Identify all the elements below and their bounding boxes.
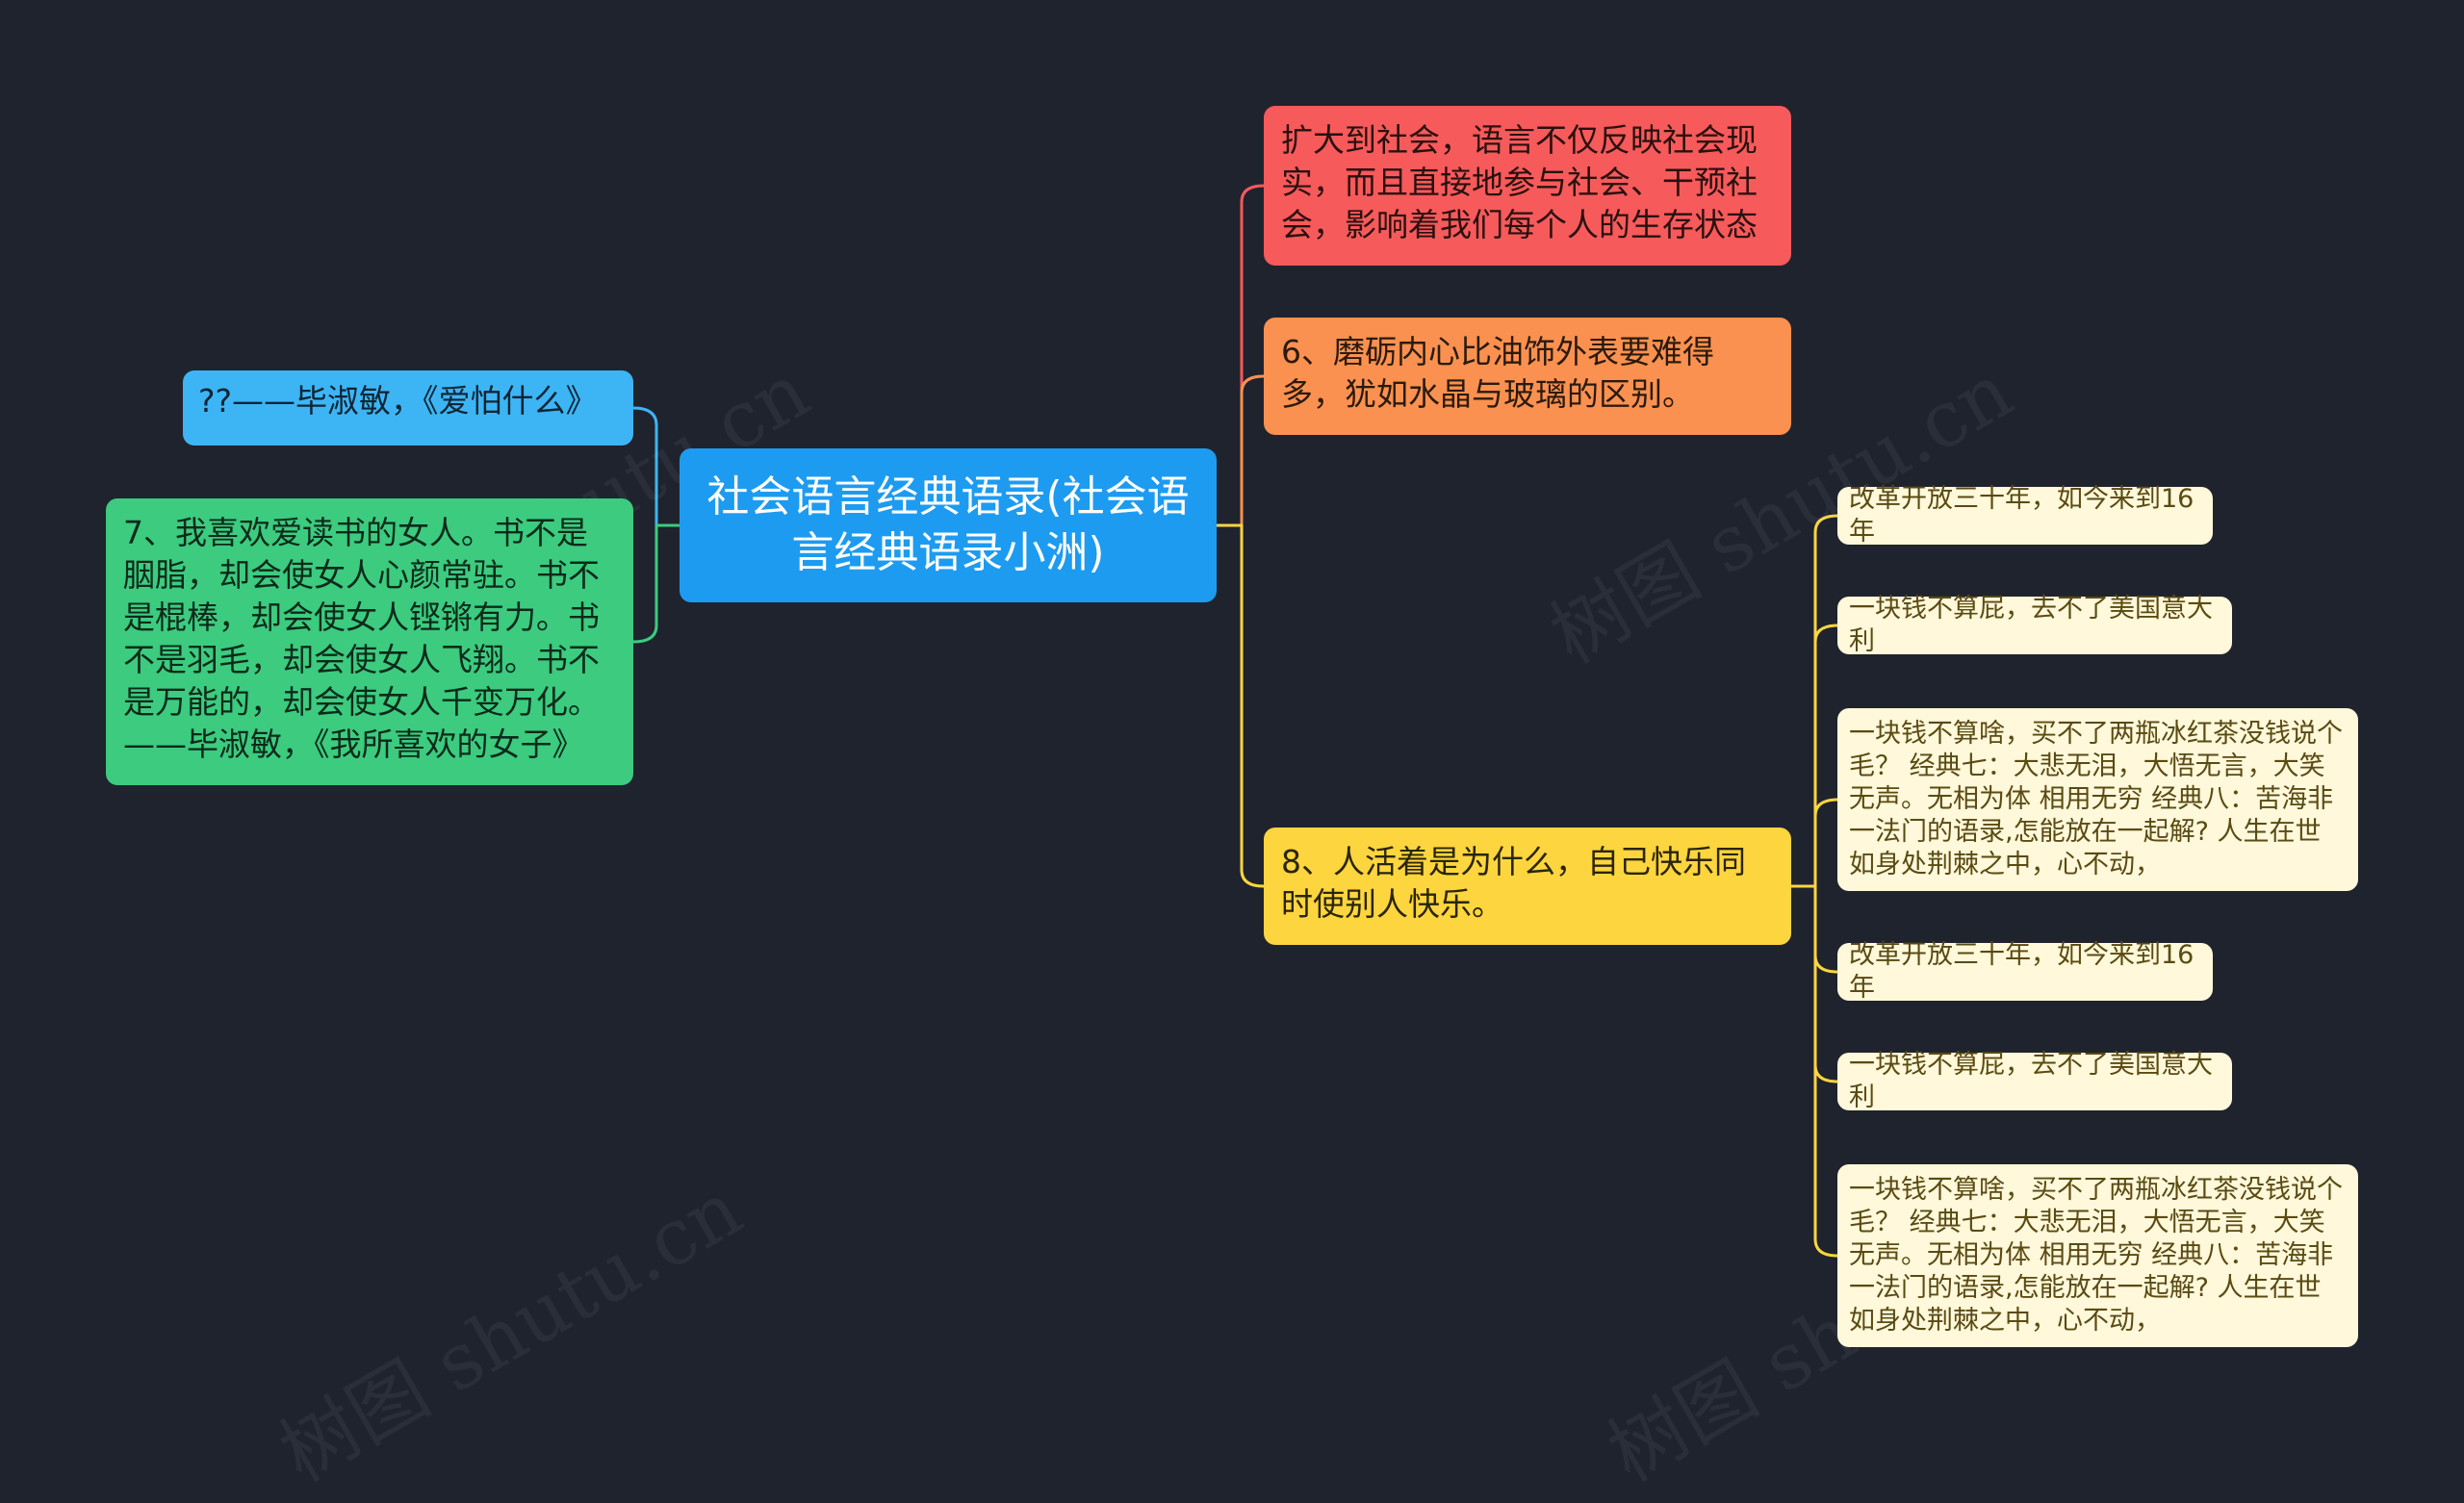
leaf-label: 改革开放三十年，如今来到16年 (1849, 940, 2194, 1003)
link-center-blue (632, 406, 680, 527)
link-leaf-1 (1791, 514, 1838, 888)
branch-label: 7、我喜欢爱读书的女人。书不是胭脂，却会使女人心颜常驻。书不是棍棒，却会使女人铿… (123, 514, 600, 763)
center-topic[interactable]: 社会语言经典语录(社会语言经典语录小洲) (680, 448, 1217, 602)
link-leaf-2 (1791, 624, 1838, 888)
leaf-label: 一块钱不算屁，去不了美国意大利 (1849, 1050, 2213, 1112)
center-topic-label: 社会语言经典语录(社会语言经典语录小洲) (706, 472, 1190, 577)
branch-label: 6、磨砺内心比油饰外表要难得多，犹如水晶与玻璃的区别。 (1281, 333, 1714, 413)
leaf-node[interactable]: 一块钱不算啥，买不了两瓶冰红茶没钱说个毛？ 经典七：大悲无泪，大悟无言，大笑无声… (1837, 708, 2358, 891)
leaf-node[interactable]: 一块钱不算屁，去不了美国意大利 (1837, 1050, 2232, 1112)
leaf-node[interactable]: 改革开放三十年，如今来到16年 (1837, 940, 2213, 1003)
leaf-node[interactable]: 改革开放三十年，如今来到16年 (1837, 484, 2213, 547)
branch-quote-7[interactable]: 7、我喜欢爱读书的女人。书不是胭脂，却会使女人心颜常驻。书不是棍棒，却会使女人铿… (106, 498, 633, 785)
link-leaf-6 (1791, 884, 1838, 1258)
branch-social-language[interactable]: 扩大到社会，语言不仅反映社会现实，而且直接地参与社会、干预社会，影响着我们每个人… (1264, 106, 1791, 266)
mindmap-canvas: 树图 shutu.cn 树图 shutu.cn 树图 shutu.cn 树图 s… (106, 106, 2358, 1499)
branch-quote-6[interactable]: 6、磨砺内心比油饰外表要难得多，犹如水晶与玻璃的区别。 (1264, 318, 1791, 435)
leaf-label: 一块钱不算啥，买不了两瓶冰红茶没钱说个毛？ 经典七：大悲无泪，大悟无言，大笑无声… (1849, 719, 2343, 879)
link-center-red (1217, 184, 1265, 527)
leaf-label: 一块钱不算屁，去不了美国意大利 (1849, 594, 2213, 656)
leaf-node[interactable]: 一块钱不算啥，买不了两瓶冰红茶没钱说个毛？ 经典七：大悲无泪，大悟无言，大笑无声… (1837, 1164, 2358, 1347)
connector-lines (632, 184, 1838, 1258)
branch-label: 8、人活着是为什么，自己快乐同时使别人快乐。 (1281, 843, 1746, 923)
link-center-orange (1217, 374, 1265, 527)
leaf-label: 一块钱不算啥，买不了两瓶冰红茶没钱说个毛？ 经典七：大悲无泪，大悟无言，大笑无声… (1849, 1175, 2343, 1336)
branch-quote-8[interactable]: 8、人活着是为什么，自己快乐同时使别人快乐。 (1264, 828, 1791, 945)
link-center-green (632, 523, 680, 644)
leaf-label: 改革开放三十年，如今来到16年 (1849, 484, 2194, 547)
branch-label: ??——毕淑敏，《爱怕什么》 (198, 382, 598, 420)
leaf-node[interactable]: 一块钱不算屁，去不了美国意大利 (1837, 594, 2232, 656)
link-center-yellow (1217, 523, 1265, 888)
link-leaf-3 (1791, 798, 1838, 888)
branch-bi-shumin-love[interactable]: ??——毕淑敏，《爱怕什么》 (183, 370, 633, 446)
branch-label: 扩大到社会，语言不仅反映社会现实，而且直接地参与社会、干预社会，影响着我们每个人… (1281, 121, 1758, 243)
